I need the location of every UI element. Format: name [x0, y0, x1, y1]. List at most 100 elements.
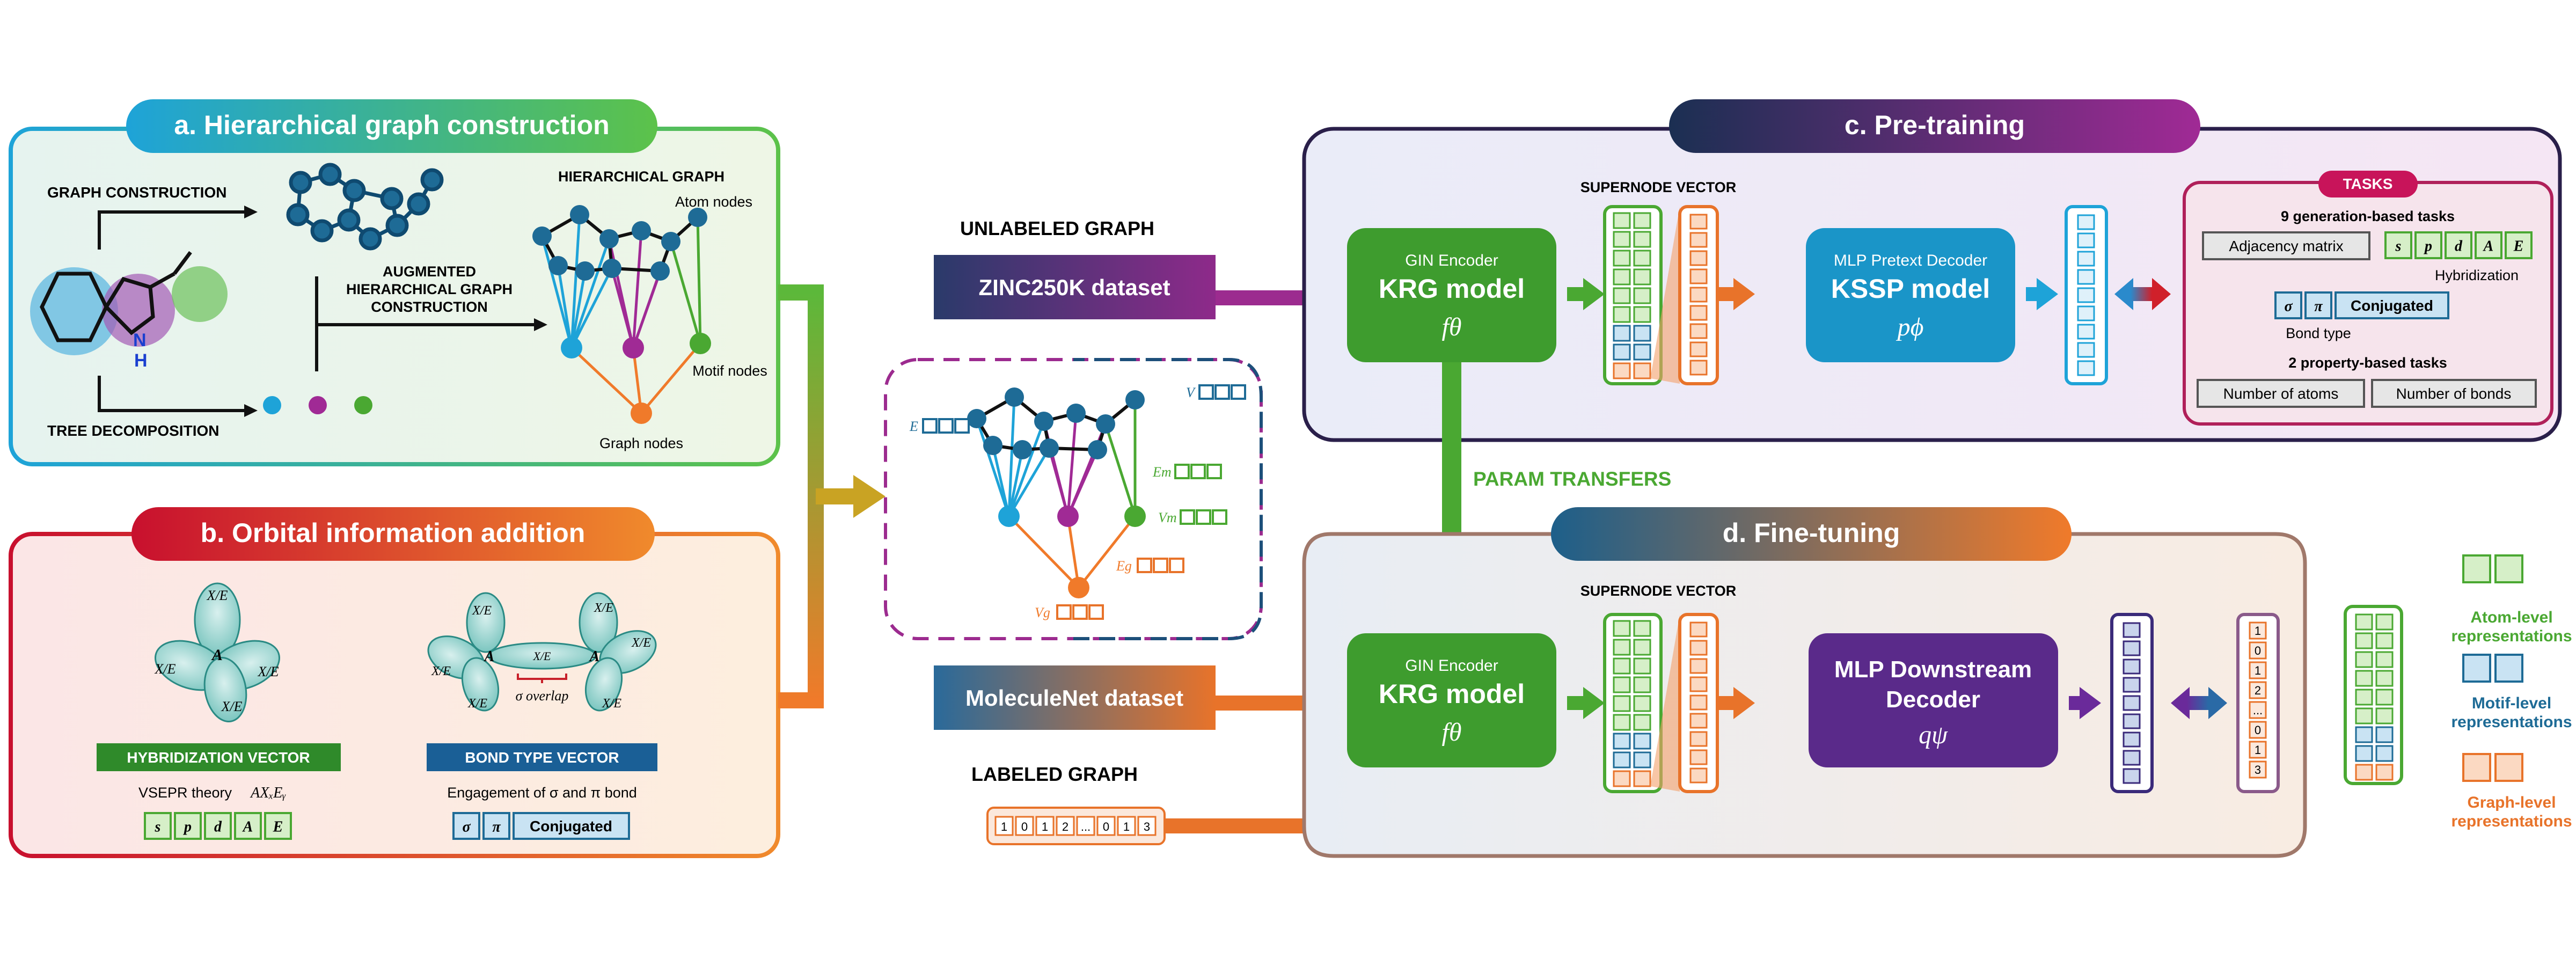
label-output-cell [2249, 641, 2267, 660]
atom-legend-cell [2375, 632, 2394, 649]
unlabeled-graph-label: UNLABELED GRAPH [960, 217, 1154, 239]
arrow-graph-construction [98, 210, 244, 250]
generation-tasks-label: 9 generation-based tasks [2281, 208, 2455, 224]
hyb-cell [144, 812, 172, 840]
label-cell [1056, 816, 1075, 836]
output-vector-d [2110, 613, 2154, 793]
atom-legend-icon [2494, 554, 2523, 583]
svg-text:fθ: fθ [1442, 313, 1462, 341]
task-conjugated-cell [2334, 291, 2449, 319]
motif-mini-cell [922, 418, 938, 434]
bond-cell [482, 812, 510, 840]
vec-eg-label: Eg [1116, 558, 1132, 574]
panel-a-title: a. Hierarchical graph construction [174, 110, 609, 140]
hybridization-orbital: A X/E X/E X/E X/E [155, 582, 280, 722]
label-output-cell [2249, 621, 2267, 640]
middle-vector-cells [922, 384, 1246, 620]
graph-cell [1689, 268, 1708, 284]
label-cell-value: 1 [1123, 820, 1130, 833]
motif-mini-cell [1198, 384, 1214, 400]
task-hyb-cell-label: E [2513, 238, 2524, 255]
atom-legend-cell [2355, 651, 2373, 668]
atom-legend-cell [2375, 670, 2394, 687]
svg-text:CONSTRUCTION: CONSTRUCTION [371, 299, 488, 315]
label-output-cell [2249, 721, 2267, 739]
graph-cell [1633, 362, 1651, 379]
bond-type-vector-header [427, 743, 657, 771]
panel-c-title: c. Pre-training [1845, 110, 2025, 140]
legend: Atom-level representations Motif-level r… [2344, 554, 2572, 830]
atom-graph [286, 163, 444, 251]
atom-mini-cell [1190, 464, 1206, 479]
graph-legend-cell [2355, 764, 2373, 781]
motif-mini-cell [954, 418, 970, 434]
atom-cell [1613, 657, 1631, 675]
graph-legend-icon [2462, 753, 2491, 782]
atom-cell [1633, 306, 1651, 323]
motif-cell [1613, 343, 1631, 361]
pretext-output-cell [2077, 360, 2095, 376]
task-hyb-cell [2505, 231, 2533, 259]
pretext-output-cell [2077, 305, 2095, 321]
label-output-value: 0 [2255, 723, 2261, 737]
atom-cell [1633, 268, 1651, 286]
graph-legend-icon [2494, 753, 2523, 782]
downstream-output-cell [2123, 713, 2141, 729]
task-hyb-cell [2414, 231, 2442, 259]
graph-cell [1689, 676, 1708, 692]
downstream-output-cell [2123, 640, 2141, 656]
label-output-cell [2249, 760, 2267, 779]
graph-mini-cell [1088, 604, 1104, 620]
svg-text:HIERARCHICAL GRAPH: HIERARCHICAL GRAPH [346, 281, 513, 297]
atom-mini-cell [1196, 509, 1211, 525]
pretext-output-cell [2077, 214, 2095, 230]
label-cell-value: ... [1081, 820, 1091, 833]
legend-motif-label-2: representations [2451, 713, 2572, 731]
atom-cell [1633, 287, 1651, 304]
motif-legend-icon [2494, 654, 2523, 683]
label-output-cell [2249, 681, 2267, 699]
atom-legend-cell [2355, 670, 2373, 687]
graph-cell [1689, 621, 1708, 638]
svg-text:BOND TYPE VECTOR: BOND TYPE VECTOR [465, 749, 619, 766]
bond-cell [452, 812, 480, 840]
bond-cell-label: σ [462, 819, 471, 836]
zinc-dataset-box [934, 255, 1216, 319]
krg-model-box-c [1347, 228, 1556, 362]
pretext-output-cell [2077, 232, 2095, 248]
task-hyb-cell [2445, 231, 2472, 259]
label-output-cell [2249, 741, 2267, 759]
panel-c: c. Pre-training SUPERNODE VECTOR GIN Enc… [1302, 99, 2562, 442]
svg-text:X/E: X/E [155, 661, 176, 677]
atom-legend-cell [2375, 707, 2394, 724]
hierarchical-graph-label: HIERARCHICAL GRAPH [558, 169, 724, 185]
task-bond-cell [2304, 291, 2332, 319]
svg-text:KRG model: KRG model [1379, 274, 1525, 304]
label-cell [994, 816, 1014, 836]
label-cell-value: 2 [1062, 820, 1069, 833]
panel-d: d. Fine-tuning SUPERNODE VECTOR GIN Enco… [1302, 507, 2307, 858]
label-cell-value: 1 [1001, 820, 1007, 833]
hyb-cell-label: s [155, 819, 161, 836]
graph-cell [1689, 658, 1708, 674]
label-cell [1117, 816, 1136, 836]
label-output-value: 1 [2255, 664, 2261, 677]
task-hyb-cell-label: s [2395, 238, 2402, 255]
pretext-output-cell [2077, 287, 2095, 303]
hybridization-vector-header [97, 743, 341, 771]
svg-text:KSSP model: KSSP model [1831, 274, 1990, 304]
graph-cell [1689, 360, 1708, 376]
motif-mini-cell [938, 418, 954, 434]
label-cell [1015, 816, 1034, 836]
engagement-text: Engagement of σ and π bond [447, 785, 637, 801]
task-bond-cell-label: σ [2284, 298, 2293, 315]
svg-text:X/E: X/E [631, 636, 651, 650]
vec-vg-label: Vg [1035, 605, 1050, 620]
svg-text:GIN Encoder: GIN Encoder [1405, 252, 1498, 269]
atom-cell [1613, 212, 1631, 229]
vsepr-text: VSEPR theory [138, 785, 232, 801]
krg-model-box-d [1347, 633, 1556, 767]
svg-text:AUGMENTED: AUGMENTED [383, 264, 476, 280]
